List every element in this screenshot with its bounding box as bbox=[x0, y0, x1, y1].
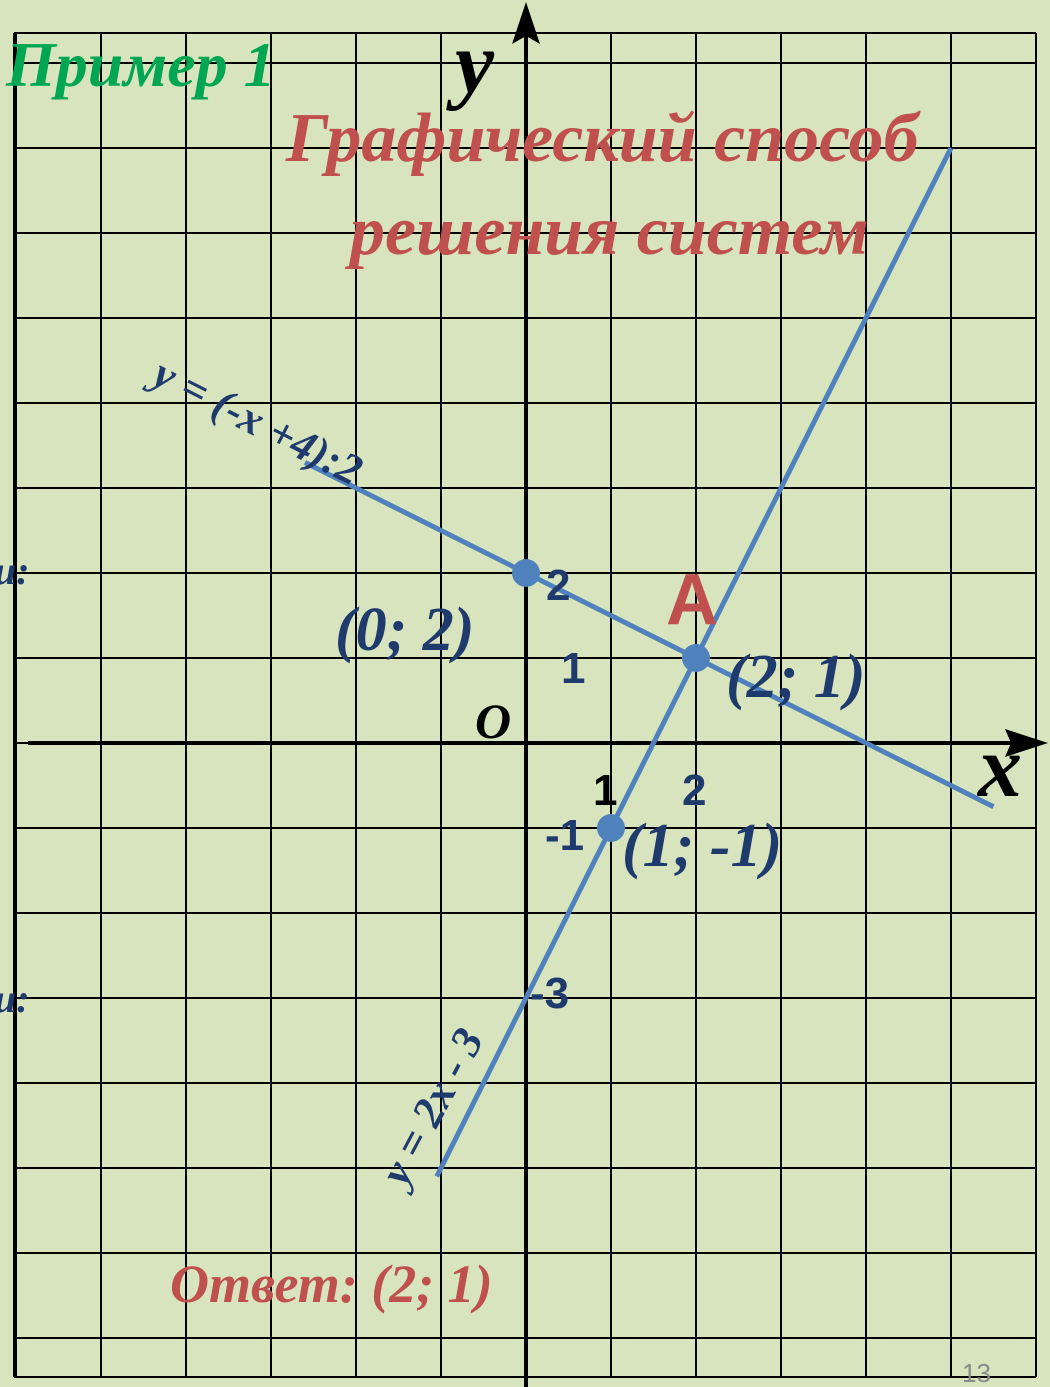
tick-y-1: 1 bbox=[561, 644, 585, 693]
title-line-2: решения систем bbox=[345, 193, 869, 270]
point-label-0-2: (0; 2) bbox=[335, 596, 474, 664]
slide-number: 13 bbox=[962, 1358, 991, 1387]
origin-label: O bbox=[475, 693, 511, 749]
x-axis-arrow bbox=[1005, 729, 1048, 757]
tick-y-minus3: -3 bbox=[530, 969, 569, 1018]
edge-text-lower: и: bbox=[0, 976, 30, 1021]
tick-y-minus1: -1 bbox=[545, 811, 584, 860]
point-label-1-minus1: (1; -1) bbox=[622, 812, 782, 880]
x-axis-label: x bbox=[976, 719, 1022, 816]
point-2-1 bbox=[682, 644, 710, 672]
point-1-minus1 bbox=[597, 814, 625, 842]
line-2-equation: y = 2x - 3 bbox=[368, 1020, 493, 1197]
answer-text: Ответ: (2; 1) bbox=[170, 1254, 493, 1314]
line-1-equation: y = (-x +4):2 bbox=[141, 346, 370, 495]
tick-x-1: 1 bbox=[593, 766, 617, 815]
point-0-2 bbox=[512, 559, 540, 587]
title-line-1: Графический способ bbox=[285, 100, 921, 177]
y-axis-arrow bbox=[512, 2, 540, 44]
intersection-label: A bbox=[666, 560, 718, 640]
line-1 bbox=[303, 460, 995, 809]
edge-text-upper: и: bbox=[0, 548, 30, 593]
example-label: Пример 1 bbox=[5, 29, 276, 100]
point-label-2-1: (2; 1) bbox=[726, 643, 865, 711]
y-axis-label: y bbox=[446, 15, 495, 112]
tick-x-2: 2 bbox=[682, 766, 706, 815]
tick-y-2: 2 bbox=[546, 561, 570, 610]
